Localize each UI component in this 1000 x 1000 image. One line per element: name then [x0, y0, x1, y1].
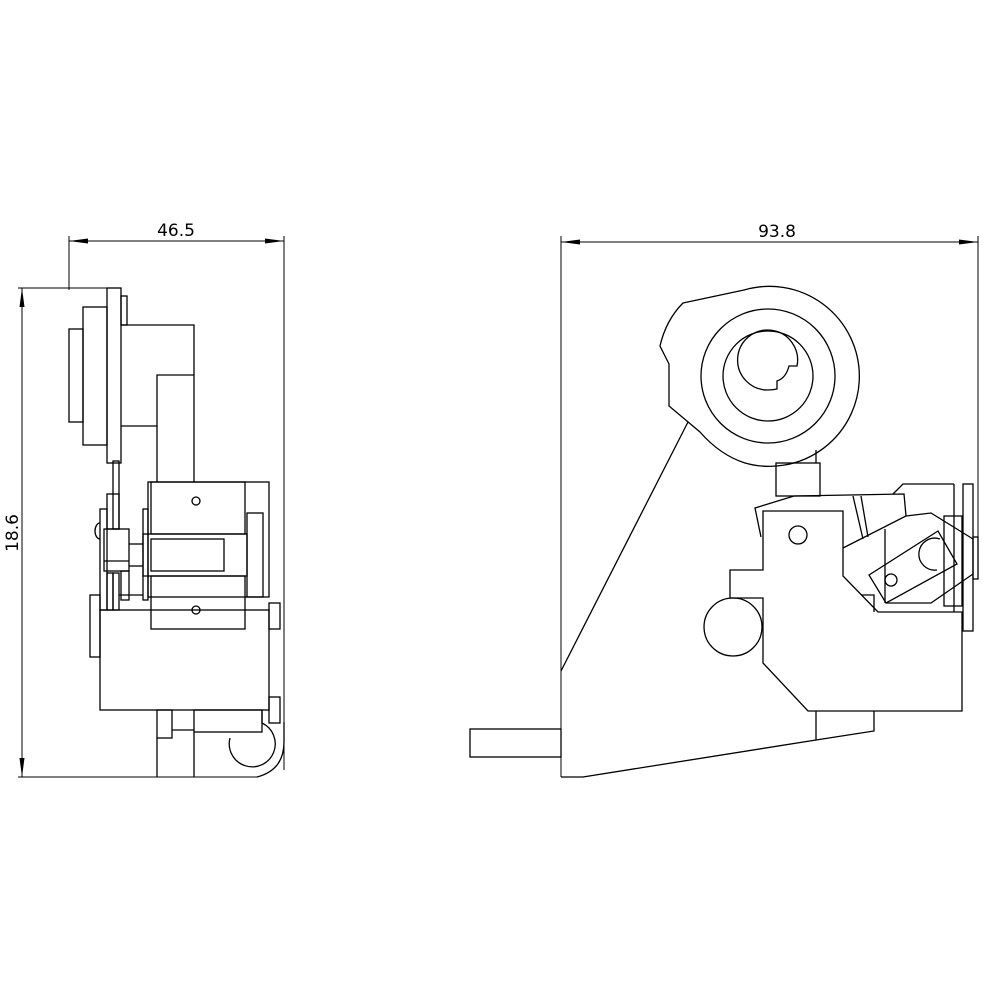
actuator-plate: [868, 483, 979, 632]
arrow-left-icon: [69, 238, 88, 244]
mounting-hole-icon: [788, 525, 808, 545]
width-dimension-label: 46.5: [157, 221, 195, 241]
base-block: [89, 594, 285, 778]
front-view: 93.8: [469, 222, 979, 778]
arrow-right-icon: [265, 238, 284, 244]
pivot-hole-icon: [884, 573, 898, 587]
switch-body: [703, 493, 963, 712]
height-dimension-label: 18.6: [3, 514, 23, 552]
side-view: 46.5 18.6: [3, 221, 285, 778]
width-dimension-93-8: 93.8: [560, 222, 979, 777]
width-dimension-label: 93.8: [758, 222, 796, 242]
arrow-down-icon: [19, 758, 25, 777]
actuator-roller-icon: [918, 537, 941, 571]
width-dimension-46-5: 46.5: [68, 221, 285, 770]
cam-lever: [659, 285, 860, 497]
arrow-left-icon: [561, 239, 580, 245]
coil-assembly: [142, 481, 270, 630]
connector-stack: [94, 460, 143, 611]
screw-hole-icon: [191, 496, 201, 506]
housing: [469, 421, 875, 778]
height-dimension-18-6: 18.6: [3, 287, 257, 778]
shaft: [469, 728, 562, 758]
arrow-up-icon: [19, 288, 25, 307]
mounting-bracket: [68, 287, 195, 482]
roller-icon: [228, 722, 276, 768]
arrow-right-icon: [959, 239, 978, 245]
keyed-shaft-hole-icon: [737, 329, 799, 391]
roller-icon: [703, 597, 763, 657]
